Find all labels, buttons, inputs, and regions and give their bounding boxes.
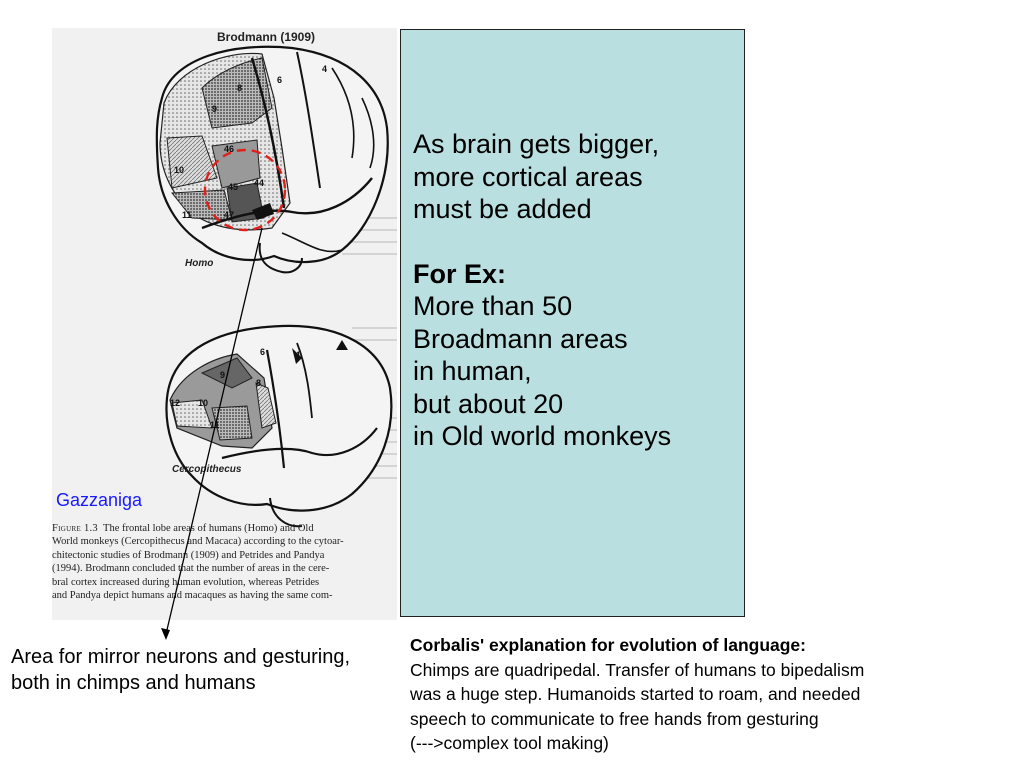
homo-label: Homo — [185, 258, 214, 269]
figure-caption: Figure 1.3 The frontal lobe areas of hum… — [52, 522, 394, 602]
area-label: 6 — [260, 347, 265, 357]
area-label: 9 — [212, 104, 217, 114]
homo-brain — [155, 45, 389, 274]
key-point-line: in human, — [413, 356, 532, 386]
brodmann-figure: 4 6 8 9 10 11 46 45 44 47 — [52, 28, 397, 620]
cercopithecus-label: Cercopithecus — [172, 464, 242, 475]
area-label: 4 — [295, 350, 300, 360]
area-label: 12 — [170, 398, 180, 408]
caption-line: and Pandya depict humans and macaques as… — [52, 590, 333, 602]
area-label: 44 — [254, 178, 264, 188]
corballis-line: speech to communicate to free hands from… — [410, 708, 819, 729]
area-label: 8 — [237, 83, 242, 93]
corballis-line: was a huge step. Humanoids started to ro… — [410, 684, 861, 704]
area-label: 46 — [224, 144, 234, 154]
figure-title: Brodmann (1909) — [217, 30, 316, 44]
area-label: 10 — [198, 398, 208, 408]
brain-diagrams: 4 6 8 9 10 11 46 45 44 47 — [155, 45, 397, 528]
caption-line: The frontal lobe areas of humans (Homo) … — [103, 523, 314, 534]
caption-line: bral cortex increased during human evolu… — [52, 576, 320, 588]
corballis-line: Chimps are quadripedal. Transfer of huma… — [410, 659, 865, 680]
area-label: 10 — [174, 165, 184, 175]
source-label: Gazzaniga — [56, 490, 143, 510]
corballis-line: (--->complex tool making) — [410, 733, 609, 753]
key-point-line: but about 20 — [413, 388, 564, 419]
caption-line: chitectonic studies of Brodmann (1909) a… — [52, 549, 325, 561]
area-label: 8 — [256, 378, 261, 388]
key-point-text: As brain gets bigger, more cortical area… — [413, 128, 743, 453]
area-label: 4 — [322, 64, 327, 74]
corballis-explanation: Corbalis' explanation for evolution of l… — [410, 633, 1020, 756]
example-heading: For Ex: — [413, 258, 507, 289]
area-label: 9 — [220, 370, 225, 380]
key-point-line: in Old world monkeys — [413, 421, 672, 451]
caption-line: (1994). Brodmann concluded that the numb… — [52, 563, 330, 575]
key-point-line: More than 50 — [413, 291, 573, 321]
area-label: 45 — [228, 182, 238, 192]
key-point-line: must be added — [413, 194, 592, 224]
caption-figure-number: Figure 1.3 — [52, 523, 98, 534]
key-point-line: more cortical areas — [413, 161, 643, 192]
area-label: 47 — [224, 210, 234, 220]
mirror-neuron-note: Area for mirror neurons and gesturing, b… — [11, 646, 351, 694]
caption-line: World monkeys (Cercopithecus and Macaca)… — [52, 536, 344, 548]
key-point-line: As brain gets bigger, — [413, 129, 660, 159]
area-label: 11 — [182, 210, 192, 220]
corballis-heading: Corbalis' explanation for evolution of l… — [410, 635, 806, 655]
key-point-box: As brain gets bigger, more cortical area… — [400, 29, 745, 617]
area-label: 6 — [277, 75, 282, 85]
key-point-line: Broadmann areas — [413, 323, 628, 354]
mirror-area-highlight — [203, 148, 287, 232]
